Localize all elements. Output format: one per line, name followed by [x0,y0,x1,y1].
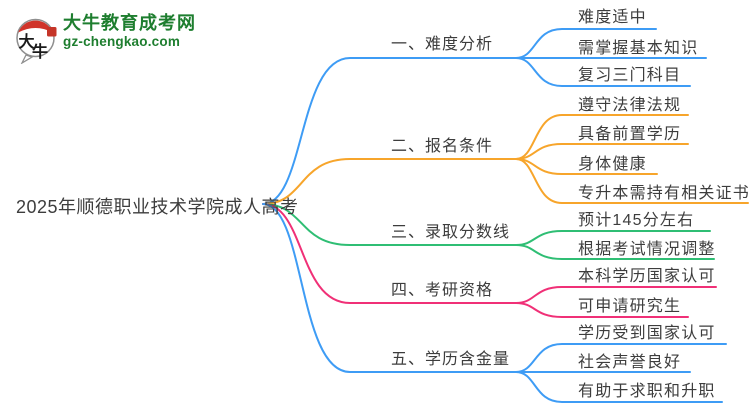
logo-seal [47,27,57,37]
branch-edge [262,203,517,373]
site-logo: 大 牛 大牛教育成考网 gz-chengkao.com [12,12,196,64]
branch-node: 一、难度分析 [391,36,494,53]
leaf-node: 遵守法律法规 [578,97,682,114]
brand-domain: gz-chengkao.com [63,34,181,49]
branch-node: 五、学历含金量 [391,351,511,368]
leaf-edge [515,57,691,87]
leaf-node: 根据考试情况调整 [578,241,716,258]
leaf-node: 具备前置学历 [578,126,682,143]
leaf-node: 需掌握基本知识 [578,40,699,57]
leaf-edge [515,114,689,160]
branch-node: 四、考研资格 [391,282,494,299]
brand-name: 大牛教育成考网 [63,13,196,33]
leaf-edge [515,302,689,318]
branch-edge [262,57,517,205]
leaf-node: 社会声誉良好 [578,354,682,371]
branch-edge [262,203,517,246]
branch-node: 二、报名条件 [391,138,494,155]
leaf-node: 有助于求职和升职 [578,383,716,400]
central-topic: 2025年顺德职业技术学院成人高考 [16,197,299,217]
leaf-edge [515,286,717,304]
leaf-node: 本科学历国家认可 [578,268,716,285]
leaf-node: 学历受到国家认可 [578,325,716,342]
branch-node: 三、录取分数线 [391,224,511,241]
svg-text:大: 大 [19,32,35,51]
daniu-bull-logo-icon: 大 牛 [16,18,57,64]
branch-edge [262,203,517,304]
leaf-node: 复习三门科目 [578,67,682,84]
svg-text:牛: 牛 [32,42,48,61]
logo-red-arc [18,20,53,33]
branch-edge [262,158,517,205]
leaf-node: 专升本需持有相关证书 [578,185,750,202]
leaf-node: 预计145分左右 [578,212,695,229]
leaf-node: 可申请研究生 [578,298,682,315]
leaf-edge [515,158,749,204]
leaf-edge [515,244,715,260]
leaf-node: 身体健康 [578,156,647,173]
leaf-node: 难度适中 [578,9,647,26]
leaf-edge [515,371,723,403]
